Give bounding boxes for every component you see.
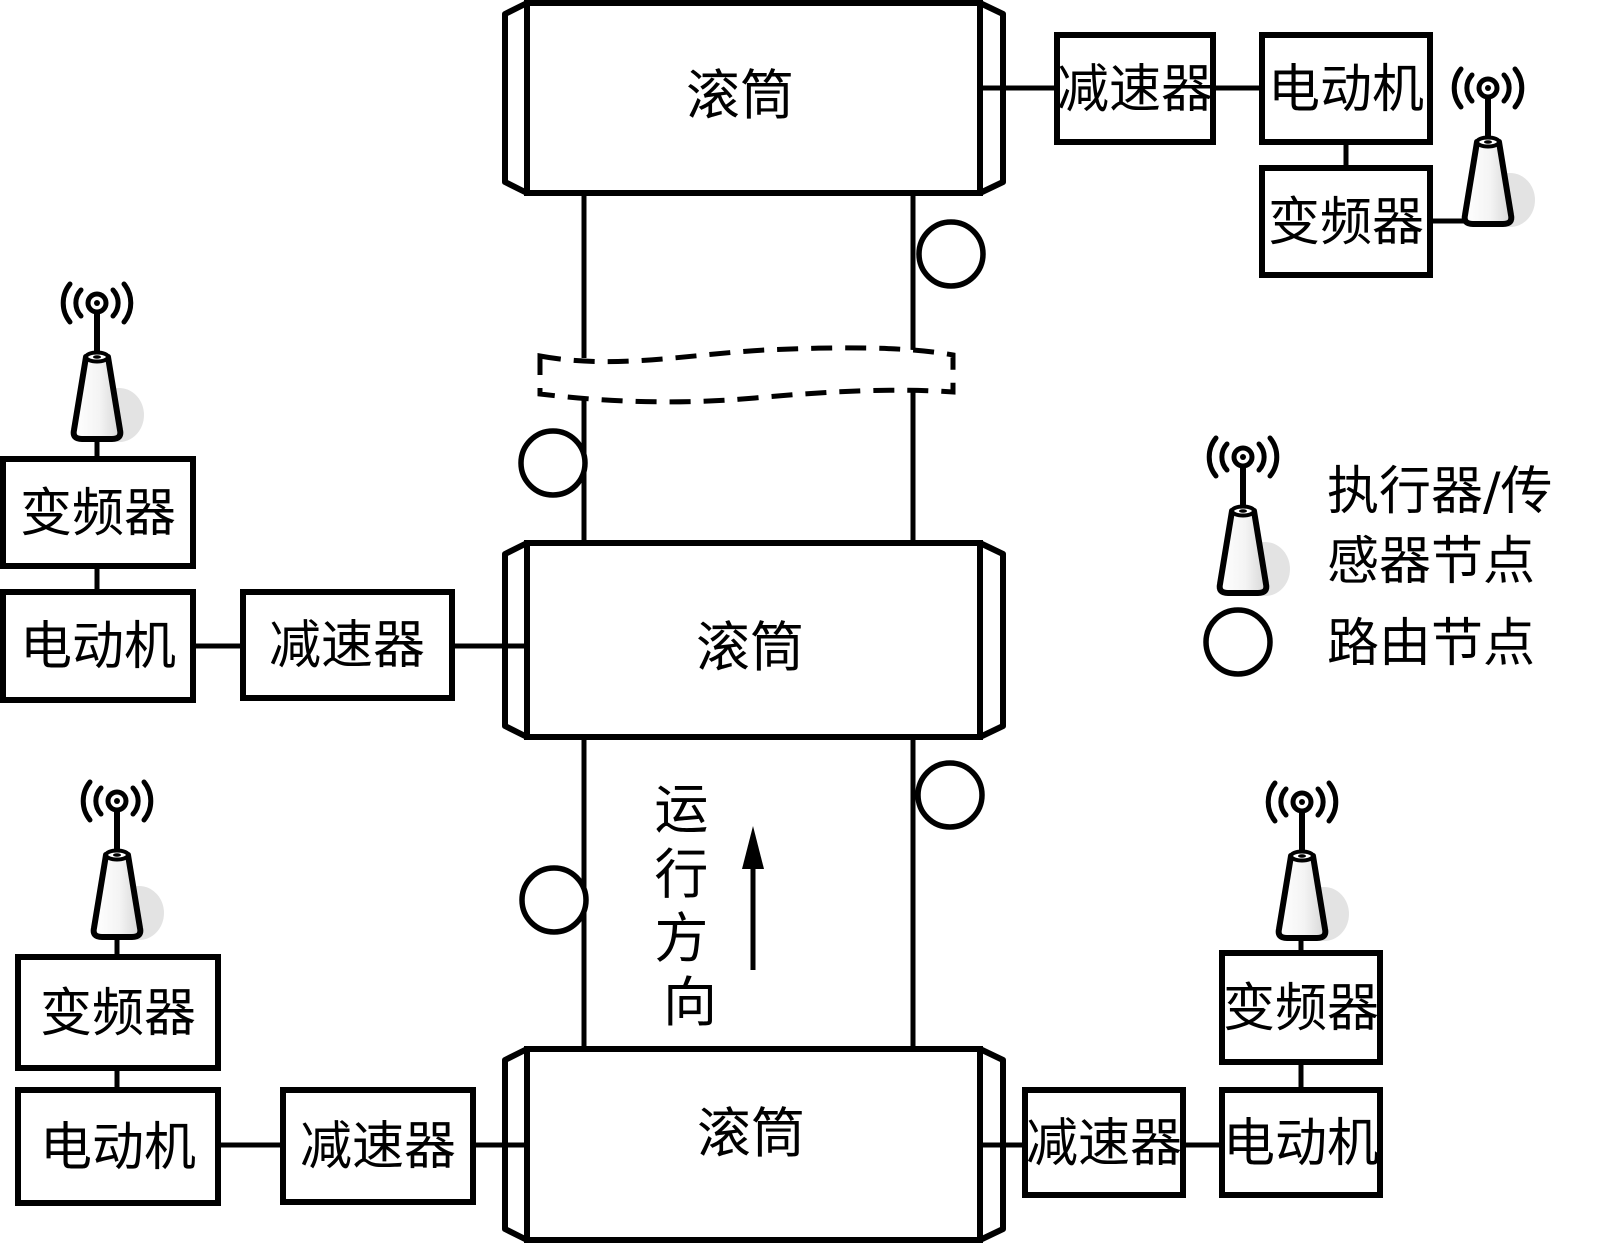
inverter-box bbox=[0, 456, 196, 569]
sensor-node-icon bbox=[63, 284, 144, 442]
inverter-box bbox=[1219, 950, 1383, 1065]
inverter-label: 变频器 bbox=[20, 484, 176, 544]
motor-label: 电动机 bbox=[40, 1118, 196, 1178]
reducer-box bbox=[1022, 1087, 1186, 1198]
reducer-label: 减速器 bbox=[1026, 1114, 1182, 1174]
direction-char: 方 bbox=[654, 907, 708, 970]
direction-arrow-head bbox=[742, 826, 764, 869]
reducer-box bbox=[1054, 32, 1216, 145]
inverter-label: 变频器 bbox=[40, 984, 196, 1044]
drum-bottom-body bbox=[524, 1046, 983, 1243]
legend: 执行器/传 感器节点 路由节点 bbox=[1203, 438, 1553, 677]
belt-break-symbol bbox=[537, 345, 956, 405]
router-node-icon bbox=[518, 428, 588, 498]
legend-sensor-node-label-line1: 执行器/传 bbox=[1327, 462, 1553, 522]
reducer-label: 减速器 bbox=[269, 616, 425, 676]
motor-box bbox=[1219, 1087, 1383, 1198]
router-node-icon bbox=[916, 219, 986, 289]
motor-box bbox=[1259, 32, 1433, 145]
direction-char: 行 bbox=[654, 843, 708, 906]
drum-bottom-label: 滚筒 bbox=[697, 1102, 805, 1165]
direction-char: 向 bbox=[663, 971, 717, 1034]
motor-box bbox=[15, 1087, 221, 1206]
cluster-middle-left: 变频器 电动机 减速器 bbox=[0, 456, 455, 703]
reducer-box bbox=[280, 1087, 476, 1205]
drum-end-cap bbox=[978, 1046, 1006, 1243]
motor-label: 电动机 bbox=[20, 617, 176, 677]
drum-middle-body bbox=[524, 540, 983, 740]
inverter-label: 变频器 bbox=[1268, 193, 1424, 253]
drum-top: 滚筒 bbox=[502, 0, 1006, 196]
sensor-node-icon bbox=[1268, 783, 1349, 941]
router-node-icon bbox=[915, 760, 985, 830]
reducer-box bbox=[240, 589, 455, 701]
drum-end-cap bbox=[978, 540, 1006, 740]
drum-top-body bbox=[524, 0, 983, 196]
legend-router-node-label: 路由节点 bbox=[1327, 614, 1535, 674]
drum-end-cap bbox=[502, 540, 529, 740]
sensor-node-icon bbox=[1454, 69, 1535, 227]
cluster-bottom-left: 变频器 电动机 减速器 bbox=[15, 954, 476, 1206]
drum-end-cap bbox=[502, 0, 529, 196]
router-node-icon bbox=[519, 865, 589, 935]
sensor-node-icon bbox=[83, 782, 164, 940]
cluster-bottom-right: 减速器 电动机 变频器 bbox=[1022, 950, 1383, 1198]
drum-end-cap bbox=[978, 0, 1006, 196]
legend-router-node-icon bbox=[1203, 607, 1273, 677]
inverter-label: 变频器 bbox=[1223, 979, 1379, 1039]
cluster-top-right: 减速器 电动机 变频器 bbox=[1054, 32, 1433, 278]
legend-sensor-node-label-line2: 感器节点 bbox=[1327, 532, 1535, 592]
reducer-label: 减速器 bbox=[1057, 60, 1213, 120]
drum-middle-label: 滚筒 bbox=[696, 616, 804, 679]
drum-middle: 滚筒 bbox=[502, 540, 1006, 740]
direction-label: 运 行 方 向 bbox=[654, 778, 725, 1034]
drum-top-label: 滚筒 bbox=[686, 64, 794, 127]
motor-label: 电动机 bbox=[1223, 1114, 1379, 1174]
motor-box bbox=[0, 589, 196, 703]
motor-label: 电动机 bbox=[1268, 60, 1424, 120]
legend-sensor-node-icon bbox=[1209, 438, 1290, 596]
inverter-box bbox=[1259, 165, 1433, 278]
drum-bottom: 滚筒 bbox=[502, 1046, 1006, 1243]
reducer-label: 减速器 bbox=[300, 1117, 456, 1177]
drum-end-cap bbox=[502, 1046, 529, 1243]
inverter-box bbox=[15, 954, 221, 1071]
direction-char: 运 bbox=[654, 778, 708, 841]
